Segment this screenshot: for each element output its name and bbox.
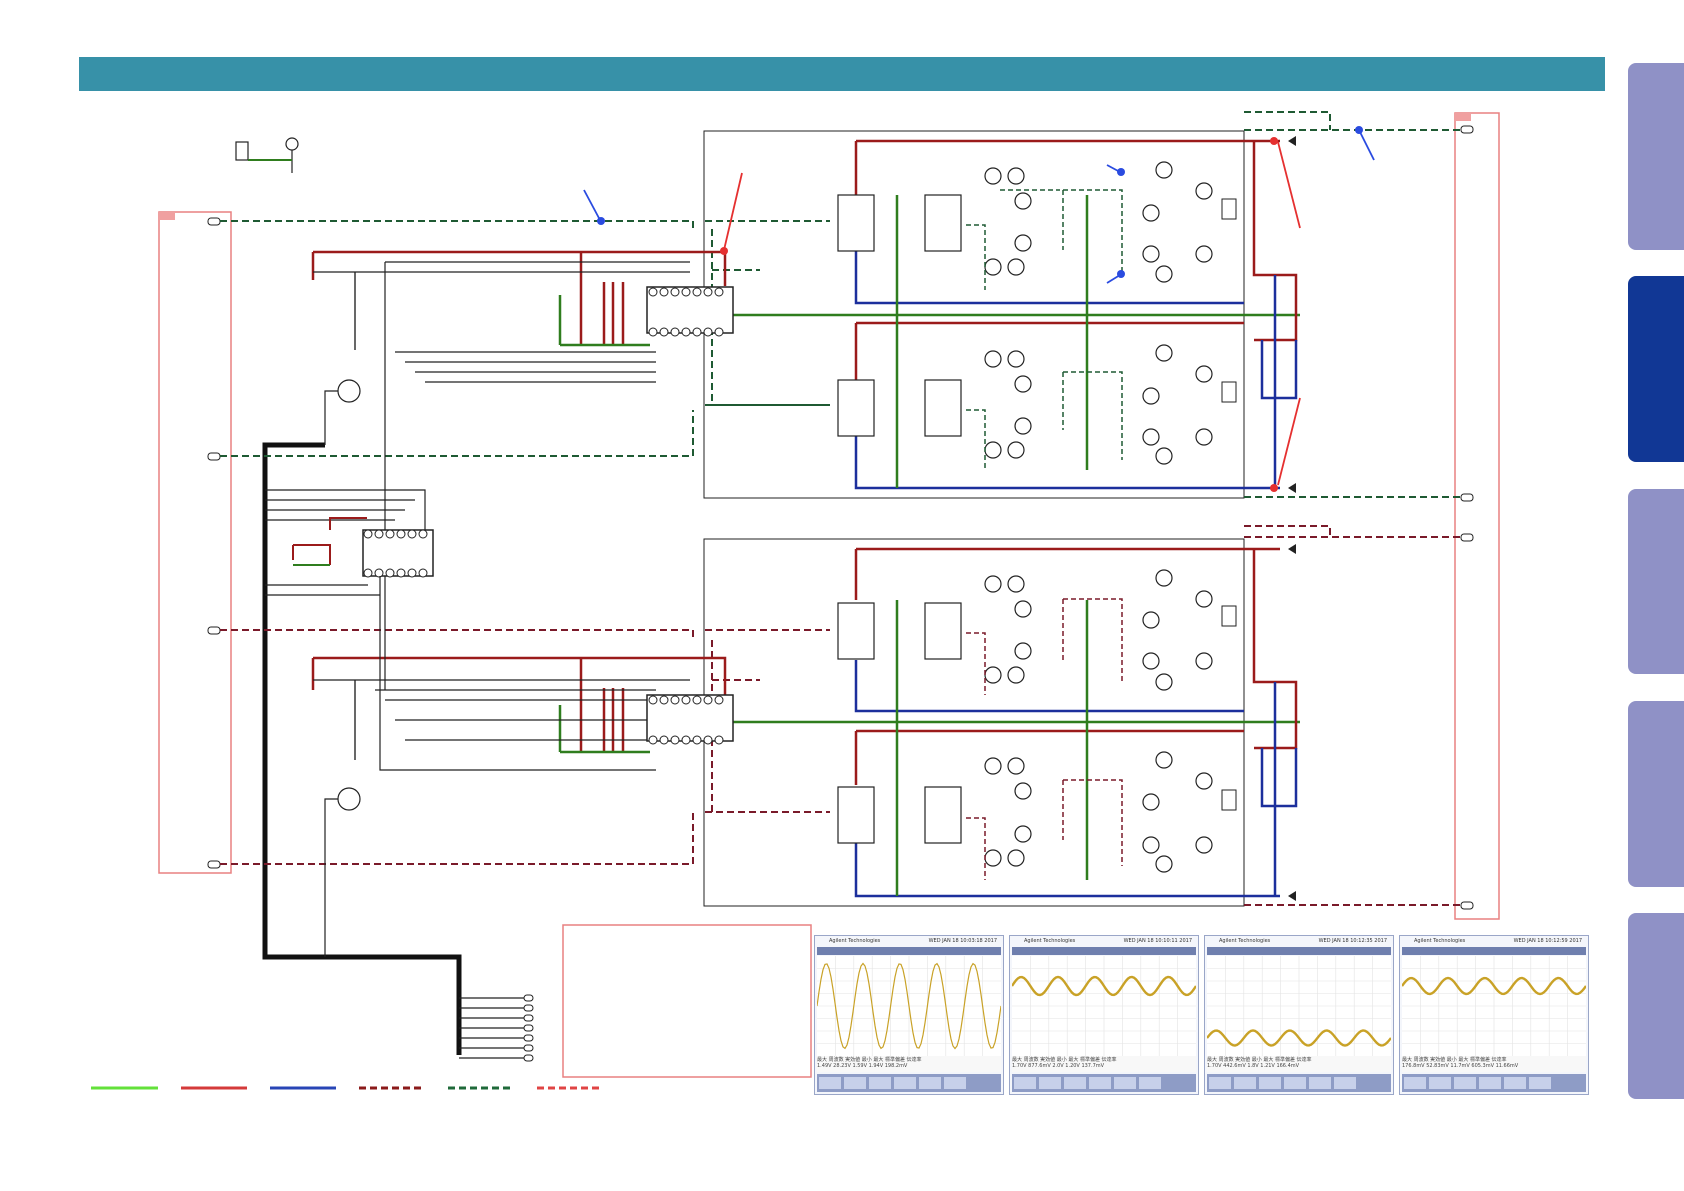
header-bar bbox=[79, 57, 1605, 91]
scope-plot-4 bbox=[1402, 956, 1586, 1056]
side-tab-3[interactable] bbox=[1628, 489, 1684, 674]
measurement-note-box bbox=[562, 924, 812, 1078]
scope-plot-1 bbox=[817, 956, 1001, 1056]
scope-trace bbox=[1402, 976, 1586, 996]
scope-screenshot-1: Agilent Technologies WED JAN 18 10:03:18… bbox=[814, 935, 1004, 1095]
side-tab-5[interactable] bbox=[1628, 913, 1684, 1099]
side-tab-1[interactable] bbox=[1628, 63, 1684, 250]
scope-date: WED JAN 18 10:12:59 2017 bbox=[1513, 938, 1582, 944]
scope-date: WED JAN 18 10:10:11 2017 bbox=[1123, 938, 1192, 944]
scope-readout: 1.70V 877.6mV 2.0V 1.20V 137.7mV bbox=[1012, 1063, 1105, 1069]
scope-screenshot-3: Agilent Technologies WED JAN 18 10:12:35… bbox=[1204, 935, 1394, 1095]
scope-readout: 176.8mV 52.83mV 11.7mV 605.3mV 11.66mV bbox=[1402, 1063, 1519, 1069]
scope-trace bbox=[1207, 1029, 1391, 1047]
side-tab-4[interactable] bbox=[1628, 701, 1684, 887]
scope-meas-labels: 最大 周波数 実効値 最小 最大 標準偏差 伝達率 bbox=[1402, 1057, 1507, 1063]
scope-date: WED JAN 18 10:12:35 2017 bbox=[1318, 938, 1387, 944]
input-connector-box bbox=[158, 211, 232, 874]
scope-screenshot-4: Agilent Technologies WED JAN 18 10:12:59… bbox=[1399, 935, 1589, 1095]
scope-meas-labels: 最大 周波数 実効値 最小 最大 標準偏差 伝達率 bbox=[1012, 1057, 1117, 1063]
output-connector-box bbox=[1454, 112, 1500, 920]
scope-title: Agilent Technologies bbox=[1219, 938, 1271, 944]
scope-title: Agilent Technologies bbox=[1024, 938, 1076, 944]
scope-trace bbox=[817, 962, 1001, 1050]
scope-readout: 1.70V 442.6mV 1.8V 1.21V 166.4mV bbox=[1207, 1063, 1300, 1069]
side-tab-2[interactable] bbox=[1628, 276, 1684, 462]
scope-screenshot-2: Agilent Technologies WED JAN 18 10:10:11… bbox=[1009, 935, 1199, 1095]
control-bus bbox=[262, 442, 462, 1055]
scope-plot-3 bbox=[1207, 956, 1391, 1056]
scope-meas-labels: 最大 周波数 実効値 最小 最大 標準偏差 伝達率 bbox=[1207, 1057, 1312, 1063]
scope-meas-labels: 最大 周波数 実効値 最小 最大 標準偏差 伝達率 bbox=[817, 1057, 922, 1063]
scope-date: WED JAN 18 10:03:18 2017 bbox=[928, 938, 997, 944]
scope-title: Agilent Technologies bbox=[1414, 938, 1466, 944]
scope-trace bbox=[1012, 975, 1196, 997]
scope-plot-2 bbox=[1012, 956, 1196, 1056]
scope-title: Agilent Technologies bbox=[829, 938, 881, 944]
scope-readout: 1.49V 28.23V 1.59V 1.94V 198.2mV bbox=[817, 1063, 908, 1069]
